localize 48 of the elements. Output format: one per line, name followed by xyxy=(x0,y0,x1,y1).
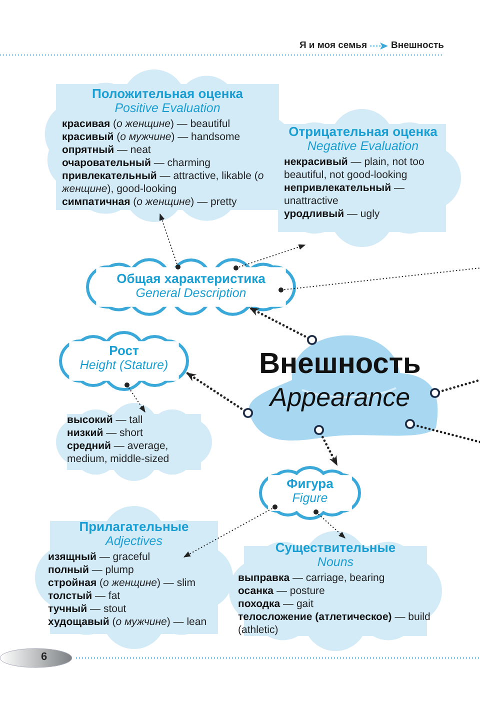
heading: Существительные xyxy=(274,540,397,555)
vocabulary-entry: высокий — tall xyxy=(67,414,144,427)
vocabulary-entry: полный — plump xyxy=(48,564,135,577)
vocabulary-entry: уродливый — ugly xyxy=(284,208,381,221)
vocabulary-entry: изящный — graceful xyxy=(48,551,152,564)
heading: Отрицательная оценка xyxy=(288,124,438,139)
subheading: Positive Evaluation xyxy=(114,101,222,116)
vocabulary-entry: стройная (о женщине) — slim xyxy=(48,577,196,590)
vocabulary-entry: тучный — stout xyxy=(48,603,128,616)
heading: Рост xyxy=(108,343,140,358)
subheading: Negative Evaluation xyxy=(306,139,420,154)
subheading: General Description xyxy=(134,286,248,301)
subheading: Height (Stature) xyxy=(78,358,170,373)
dotted-arrow xyxy=(234,244,306,270)
vocabulary-entry: опрятный — neat xyxy=(62,144,152,157)
subtitle-text: Appearance xyxy=(268,381,412,413)
subheading: Nouns xyxy=(316,555,355,570)
vocabulary-entry: некрасивый — plain, not too beautiful, not good-looking xyxy=(284,156,426,182)
dotted-arrow xyxy=(314,510,346,538)
vocabulary-entry: осанка — posture xyxy=(238,585,326,598)
vocabulary-entry: выправка — carriage, bearing xyxy=(238,572,386,585)
vocabulary-entry: походка — gait xyxy=(238,598,314,611)
vocabulary-entry: худощавый (о мужчине) — lean xyxy=(48,616,208,629)
dotted-arrow xyxy=(248,306,318,346)
dotted-arrow xyxy=(124,382,146,413)
dotted-arrow xyxy=(186,372,254,418)
subheading: Figure xyxy=(291,491,329,506)
vocabulary-entry: симпатичная (о женщине) — pretty xyxy=(62,196,238,209)
vocabulary-entry: красивая (о женщине) — beautiful xyxy=(62,118,232,131)
breadcrumb-text: Я и моя семья xyxy=(299,40,367,51)
vocabulary-entry: толстый — fat xyxy=(48,590,122,603)
vocabulary-entry: низкий — short xyxy=(67,427,144,440)
page-number: 6 xyxy=(41,651,48,663)
subheading: Adjectives xyxy=(104,534,164,549)
vocabulary-entry: телосложение (атлетическое) — build (athletic) xyxy=(238,611,432,637)
heading: Общая характеристика xyxy=(116,271,266,286)
vocabulary-entry: непривлекательный — unattractive xyxy=(284,182,406,208)
dotted-arrow xyxy=(183,504,278,558)
vocabulary-entry: очаровательный — charming xyxy=(62,157,212,170)
dotted-arrow xyxy=(314,424,338,466)
dotted-arrow xyxy=(159,213,180,270)
vocabulary-entry: красивый (о мужчине) — handsome xyxy=(62,131,242,144)
heading: Фигура xyxy=(286,476,334,491)
breadcrumb-text: Внешность xyxy=(391,40,444,51)
heading: Прилагательные xyxy=(78,519,190,534)
title-text: Внешность xyxy=(258,348,422,381)
vocabulary-entry: средний — average, medium, middle-sized xyxy=(67,440,170,466)
heading: Положительная оценка xyxy=(91,86,244,101)
